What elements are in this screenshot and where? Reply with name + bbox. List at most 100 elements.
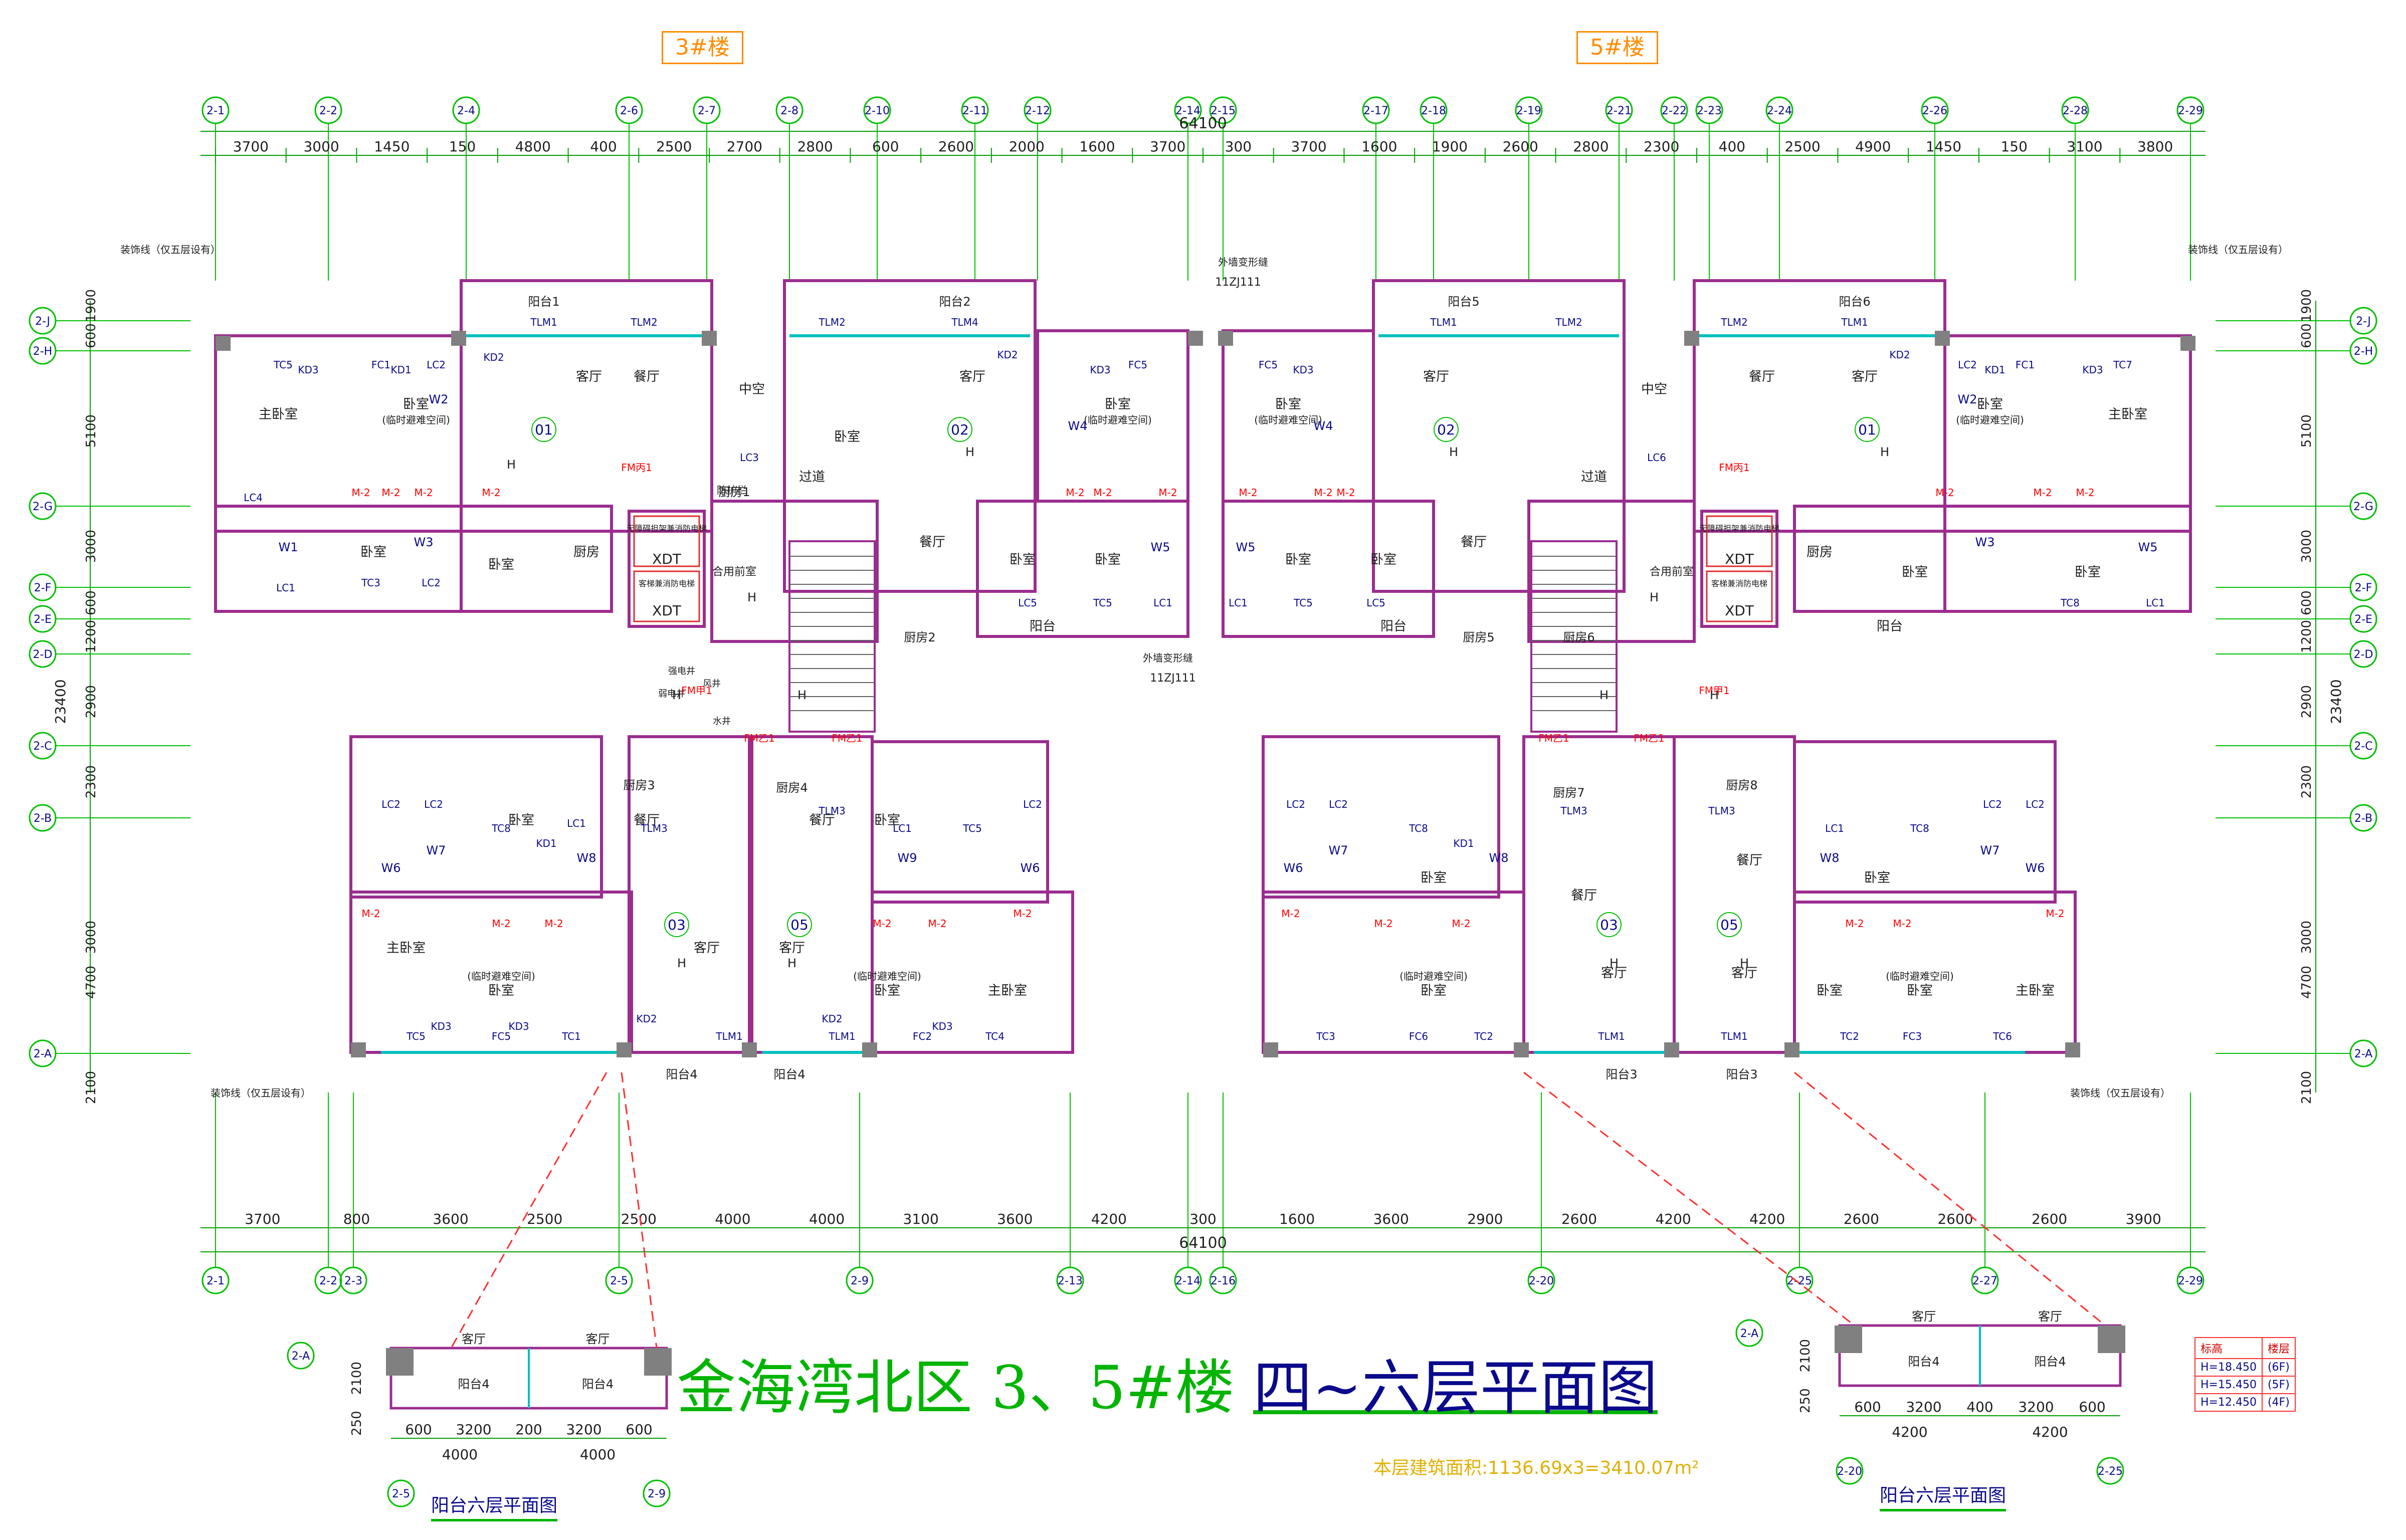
dim-value-bottom: 3700 <box>245 1211 280 1227</box>
unit-number: 05 <box>1720 917 1738 933</box>
balcony-label: 阳台3 <box>1726 1067 1757 1081</box>
opening-code: FC1 <box>2016 359 2035 371</box>
dim-value-side: 2100 <box>2299 1071 2314 1104</box>
opening-code: TC8 <box>491 822 511 834</box>
kitchen-label: 厨房1 <box>718 485 750 499</box>
opening-code: LC2 <box>2026 798 2045 810</box>
room-label: 主卧室 <box>2108 407 2147 422</box>
room-label: 卧室 <box>834 429 860 445</box>
dim-value-top: 2500 <box>656 138 692 155</box>
axis-label: 2-D <box>2354 648 2373 661</box>
wall-rect <box>871 891 1074 1054</box>
wall-rect <box>1793 740 2057 904</box>
dim-value-bottom: 4200 <box>1749 1211 1785 1227</box>
room-label: (临时避难空间) <box>1399 970 1468 982</box>
room-label: 卧室 <box>1275 397 1301 412</box>
balcony-dim-top: 3200 <box>566 1421 602 1438</box>
room-label: 阳台 <box>1380 619 1407 634</box>
dim-value-side: 600 <box>2299 323 2314 348</box>
door-code: M-2 <box>1066 487 1084 499</box>
dim-value-side: 4700 <box>84 966 99 999</box>
room-label: 卧室 <box>508 813 534 828</box>
room-label: 卧室 <box>1010 552 1036 567</box>
bath-code: W6 <box>381 861 401 875</box>
opening-code: KD1 <box>1984 364 2005 376</box>
room-label: 强电井 <box>668 666 695 677</box>
dim-value-bottom: 4200 <box>1655 1211 1691 1227</box>
kitchen-label: 厨房2 <box>904 630 935 644</box>
column-block <box>1218 331 1233 346</box>
dim-value-bottom: 2600 <box>1844 1211 1879 1227</box>
dim-value-top: 2600 <box>938 138 974 155</box>
axis-label: 2-E <box>34 613 52 626</box>
axis-label: 2-1 <box>207 105 225 117</box>
opening-code: TLM2 <box>1720 316 1747 328</box>
wall-rect <box>1222 500 1435 638</box>
room-label: 餐厅 <box>809 813 835 828</box>
kitchen-label: 厨房6 <box>1563 630 1594 644</box>
room-label: 中空 <box>1641 382 1667 397</box>
opening-code: TC2 <box>1840 1030 1859 1042</box>
axis-bubble <box>1735 1319 1763 1347</box>
room-label: 客厅 <box>1601 966 1627 981</box>
wall-rect <box>976 500 1189 638</box>
opening-code: LC2 <box>1958 359 1977 371</box>
opening-code: TC8 <box>2060 597 2080 609</box>
bath-code: W6 <box>1284 861 1303 875</box>
column-block <box>742 1042 757 1057</box>
dim-value-top: 3800 <box>2137 138 2173 155</box>
balcony-label: 阳台4 <box>458 1377 489 1391</box>
axis-label: 2-5 <box>392 1488 410 1500</box>
door-code: M-2 <box>1374 918 1392 930</box>
bath-code: W7 <box>427 843 446 857</box>
door-code: M-2 <box>482 487 500 499</box>
dim-value-side: 4700 <box>2299 966 2314 999</box>
balcony-dim-side: 2100 <box>349 1362 364 1395</box>
column-block <box>216 336 231 351</box>
room-label: 卧室 <box>1421 870 1447 886</box>
room-label: 防护栏 <box>717 484 747 496</box>
axis-label: 2-14 <box>1175 1275 1200 1287</box>
room-label: (临时避难空间) <box>467 970 535 982</box>
floor-area-note: 本层建筑面积:1136.69x3=3410.07m² <box>1373 1458 1699 1478</box>
room-label: 餐厅 <box>1461 535 1487 550</box>
wall-rect <box>750 735 874 1054</box>
column-block <box>451 331 466 346</box>
column-block <box>2098 1326 2125 1353</box>
dim-value-bottom: 300 <box>1189 1211 1216 1227</box>
opening-code: LC1 <box>276 582 295 594</box>
balcony-dim-top: 600 <box>1854 1399 1881 1415</box>
room-label: 卧室 <box>874 983 900 998</box>
axis-label: 2-10 <box>865 105 890 117</box>
room-label: 餐厅 <box>1749 369 1775 384</box>
room-label: 卧室 <box>488 557 514 572</box>
opening-code: LC1 <box>567 817 586 829</box>
kitchen-label: 厨房8 <box>1726 778 1757 792</box>
leader-line <box>450 1072 608 1349</box>
legend-floor: (4F) <box>2261 1393 2296 1412</box>
unit-bubble <box>1434 417 1459 442</box>
leader-line <box>621 1072 658 1349</box>
dim-value-side: 2100 <box>84 1071 99 1104</box>
dim-value-side: 1900 <box>2299 289 2314 322</box>
door-code: M-2 <box>544 918 563 930</box>
column-block <box>1835 1326 1862 1353</box>
column-block <box>862 1042 877 1057</box>
fire-door-code: FM乙1 <box>832 732 862 744</box>
dim-value-bottom: 3600 <box>433 1211 468 1227</box>
opening-code: LC2 <box>381 798 400 810</box>
opening-code: KD3 <box>932 1020 952 1032</box>
dim-value-bottom: 3100 <box>903 1211 939 1227</box>
wall-rect <box>1943 334 2192 533</box>
dim-value-top: 1600 <box>1079 138 1115 155</box>
bath-code: W6 <box>1021 861 1040 875</box>
dim-value-top: 1600 <box>1361 138 1397 155</box>
dim-value-top: 1900 <box>1432 138 1468 155</box>
wall-rect <box>628 510 706 628</box>
dim-value-top: 2600 <box>1503 138 1538 155</box>
axis-label: 2-17 <box>1363 105 1388 117</box>
room-label: (临时避难空间) <box>853 970 921 982</box>
room-label: (临时避难空间) <box>1084 414 1152 426</box>
dim-value-top: 1450 <box>374 138 410 155</box>
